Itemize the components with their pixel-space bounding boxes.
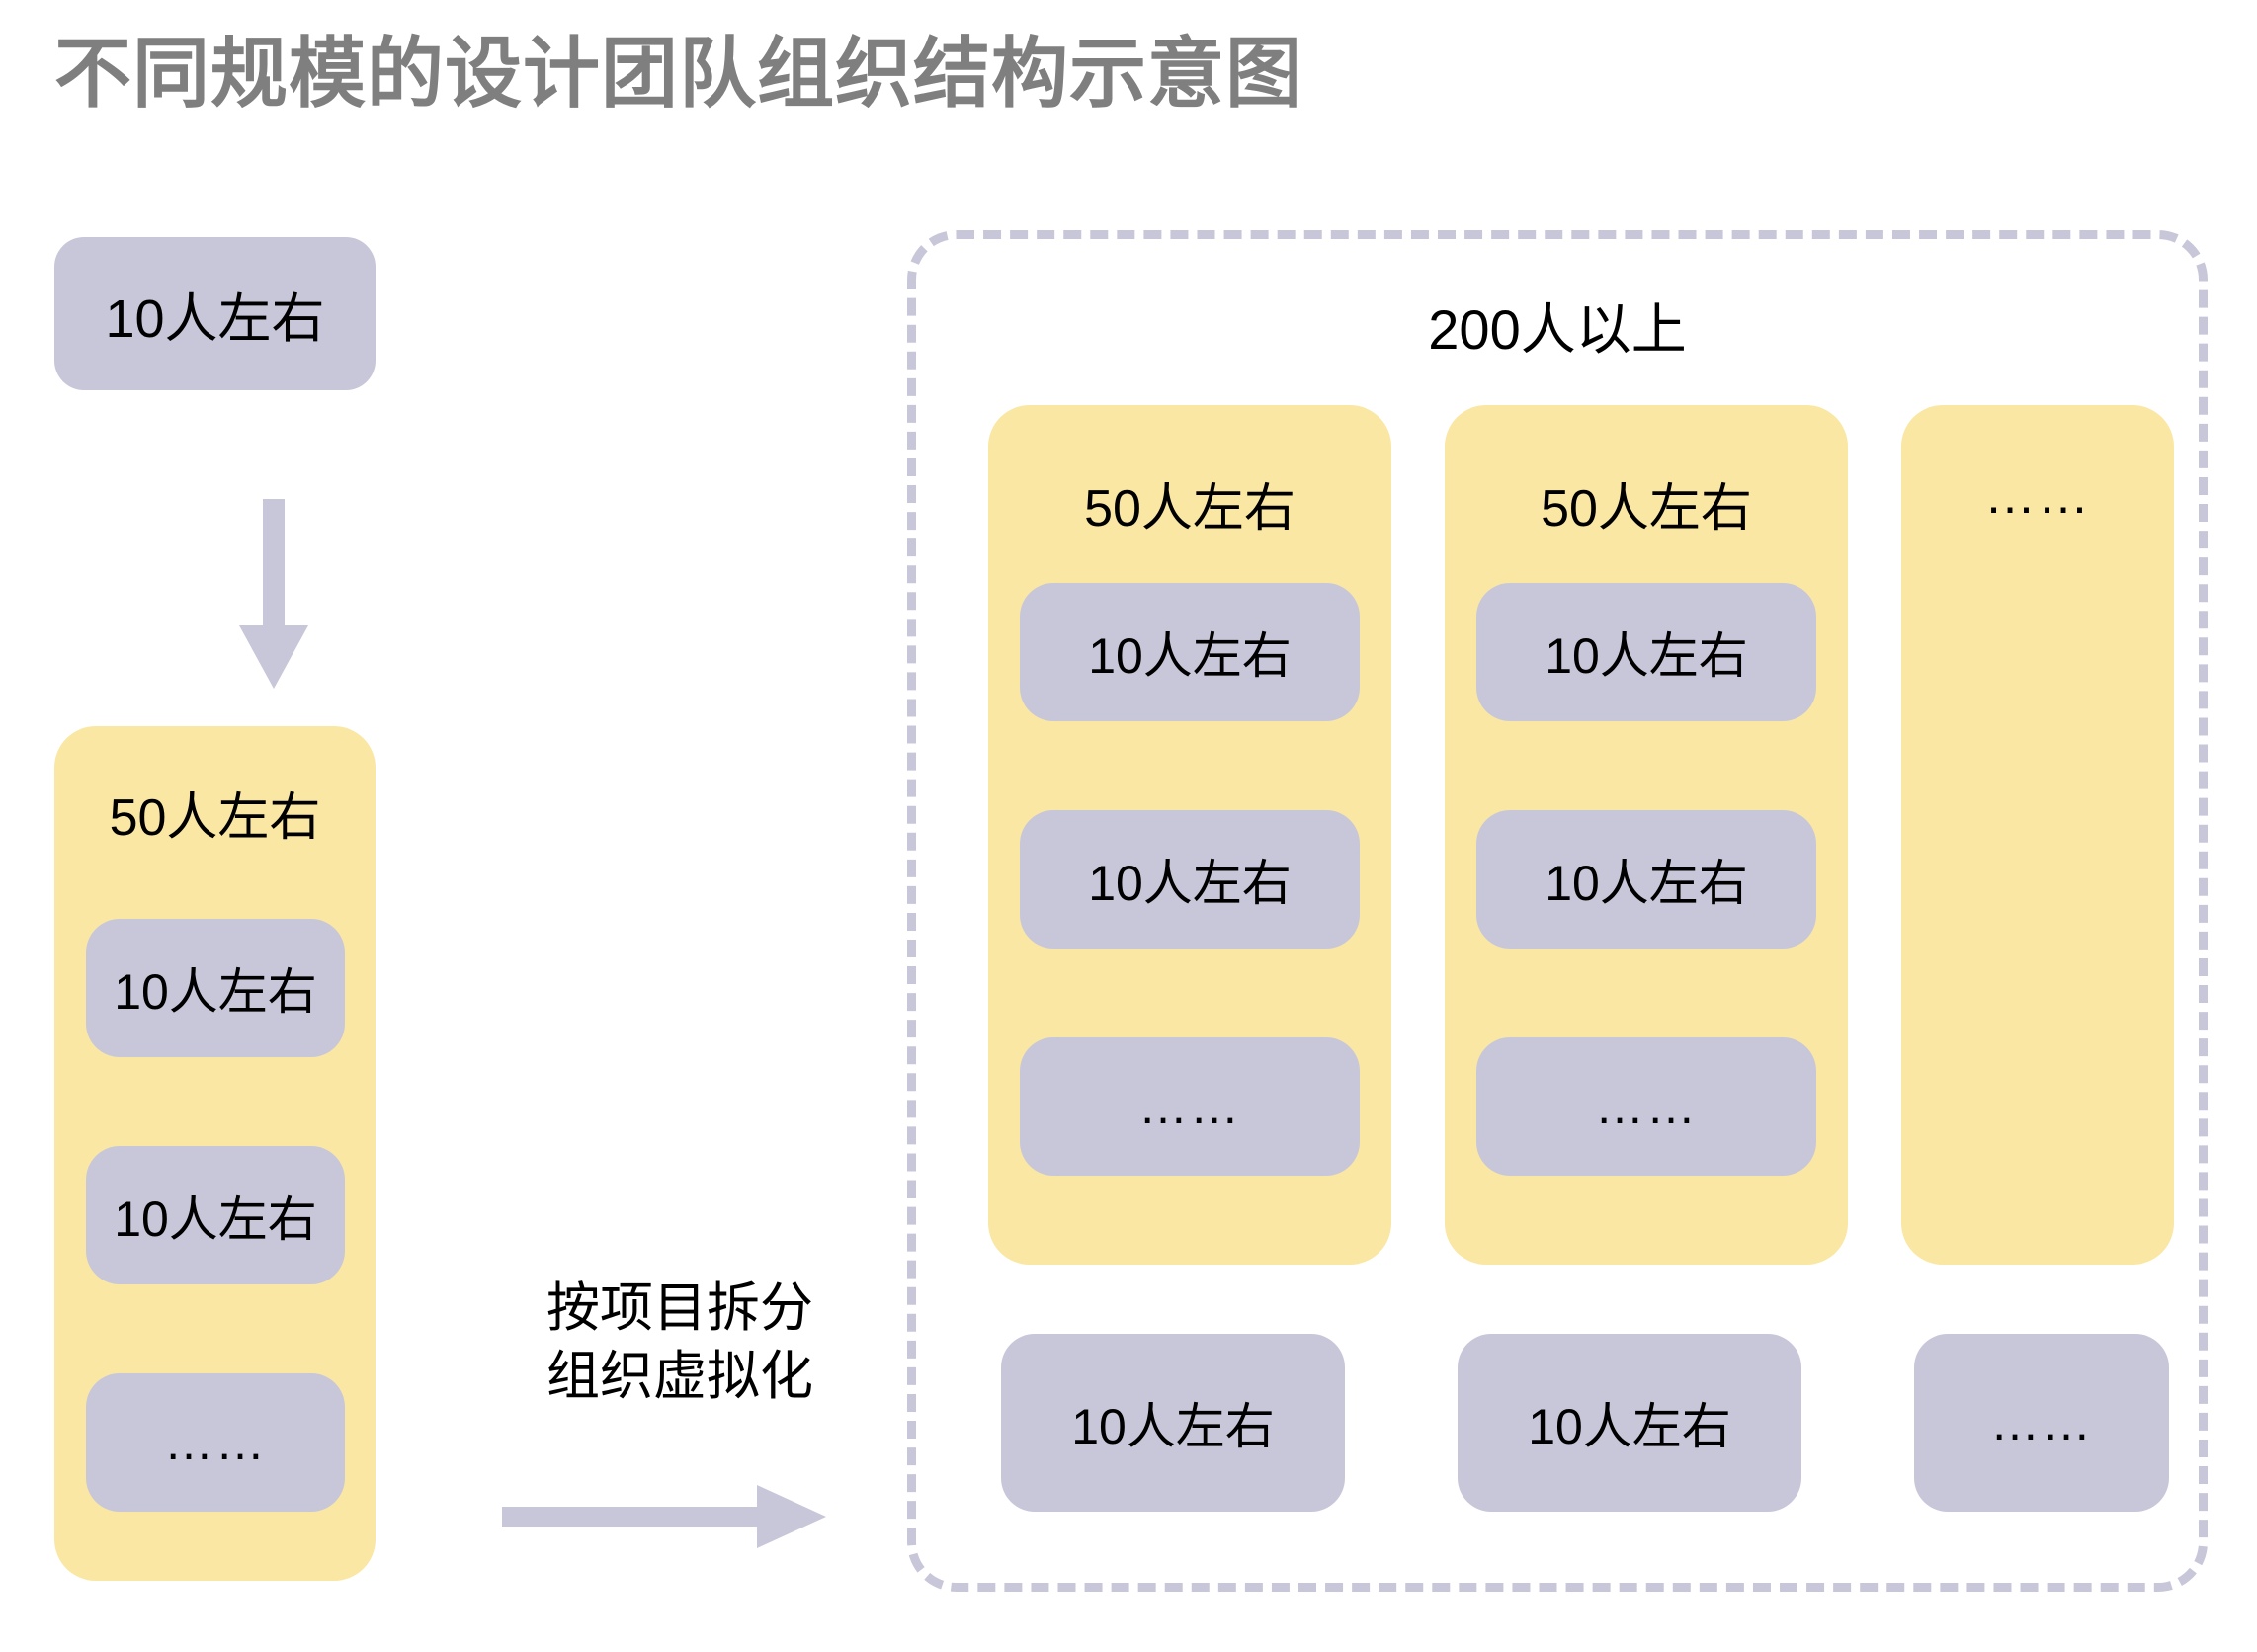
down-arrow-icon — [239, 499, 308, 689]
transition-line-2: 组织虚拟化 — [546, 1347, 813, 1407]
sub-team-box: 10人左右 — [86, 1146, 345, 1284]
sub-team-box: 10人左右 — [86, 919, 345, 1057]
sub-team-box: 10人左右 — [1476, 583, 1816, 721]
sub-team-box: 10人左右 — [1476, 810, 1816, 949]
project-group-ellipsis: …… — [1901, 405, 2174, 1265]
medium-team-label: 50人左右 — [109, 789, 321, 847]
project-group-label: 50人左右 — [1541, 480, 1752, 537]
transition-label: 按项目拆分 组织虚拟化 — [502, 1275, 858, 1411]
sub-team-box-ellipsis: …… — [1476, 1037, 1816, 1176]
sub-team-box-ellipsis: …… — [1020, 1037, 1360, 1176]
virtual-team-box: 10人左右 — [1001, 1334, 1345, 1512]
virtual-team-box-ellipsis: …… — [1914, 1334, 2169, 1512]
page-title: 不同规模的设计团队组织结构示意图 — [54, 30, 1304, 117]
sub-team-box-ellipsis: …… — [86, 1373, 345, 1512]
virtual-team-box: 10人左右 — [1458, 1334, 1801, 1512]
sub-team-box: 10人左右 — [1020, 810, 1360, 949]
small-team-box: 10人左右 — [54, 237, 376, 390]
project-group-label: …… — [1984, 467, 2091, 525]
project-group-label: 50人左右 — [1084, 480, 1296, 537]
right-arrow-icon — [502, 1485, 826, 1548]
transition-line-1: 按项目拆分 — [546, 1279, 813, 1338]
large-org-title: 200人以上 — [1428, 298, 1687, 361]
large-org-container — [907, 230, 2208, 1592]
sub-team-box: 10人左右 — [1020, 583, 1360, 721]
